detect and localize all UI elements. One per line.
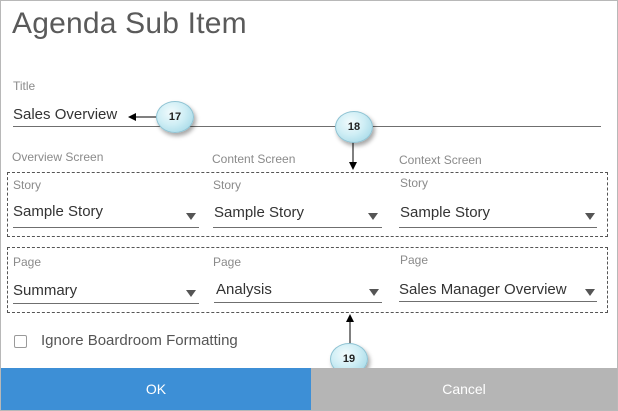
overview-story-label: Story bbox=[13, 178, 42, 192]
content-story-label: Story bbox=[213, 178, 242, 192]
chevron-down-icon[interactable] bbox=[585, 289, 595, 296]
chevron-down-icon[interactable] bbox=[186, 290, 196, 297]
overview-story-select[interactable]: Sample Story bbox=[13, 203, 104, 220]
chevron-down-icon[interactable] bbox=[186, 213, 196, 220]
context-page-select[interactable]: Sales Manager Overview bbox=[399, 281, 567, 298]
content-page-underline bbox=[214, 302, 382, 303]
content-page-select[interactable]: Analysis bbox=[216, 281, 272, 298]
overview-page-select[interactable]: Summary bbox=[13, 282, 78, 299]
context-story-underline bbox=[399, 227, 597, 228]
ignore-formatting-checkbox[interactable] bbox=[14, 335, 27, 348]
overview-screen-header: Overview Screen bbox=[12, 150, 104, 164]
content-page-label: Page bbox=[213, 255, 242, 269]
overview-page-underline bbox=[13, 303, 199, 304]
context-page-underline bbox=[399, 301, 597, 302]
content-screen-header: Content Screen bbox=[212, 152, 296, 166]
cancel-button[interactable]: Cancel bbox=[311, 368, 617, 410]
dialog-title: Agenda Sub Item bbox=[12, 7, 247, 40]
context-story-select[interactable]: Sample Story bbox=[400, 204, 491, 221]
chevron-down-icon[interactable] bbox=[369, 289, 379, 296]
context-screen-header: Context Screen bbox=[399, 153, 482, 167]
content-story-underline bbox=[213, 227, 382, 228]
story-group-box bbox=[7, 172, 608, 237]
ok-button[interactable]: OK bbox=[1, 368, 311, 410]
ignore-formatting-label: Ignore Boardroom Formatting bbox=[41, 332, 238, 349]
overview-story-underline bbox=[13, 227, 199, 228]
title-input[interactable]: Sales Overview bbox=[13, 106, 118, 123]
page-group-box bbox=[7, 247, 608, 313]
content-story-select[interactable]: Sample Story bbox=[214, 204, 305, 221]
callout-18: 18 bbox=[335, 111, 373, 143]
chevron-down-icon[interactable] bbox=[368, 213, 378, 220]
context-page-label: Page bbox=[400, 253, 429, 267]
callout-17: 17 bbox=[156, 101, 194, 133]
title-label: Title bbox=[13, 79, 36, 93]
context-story-label: Story bbox=[400, 176, 429, 190]
overview-page-label: Page bbox=[13, 255, 42, 269]
chevron-down-icon[interactable] bbox=[585, 213, 595, 220]
title-input-underline bbox=[13, 126, 601, 127]
